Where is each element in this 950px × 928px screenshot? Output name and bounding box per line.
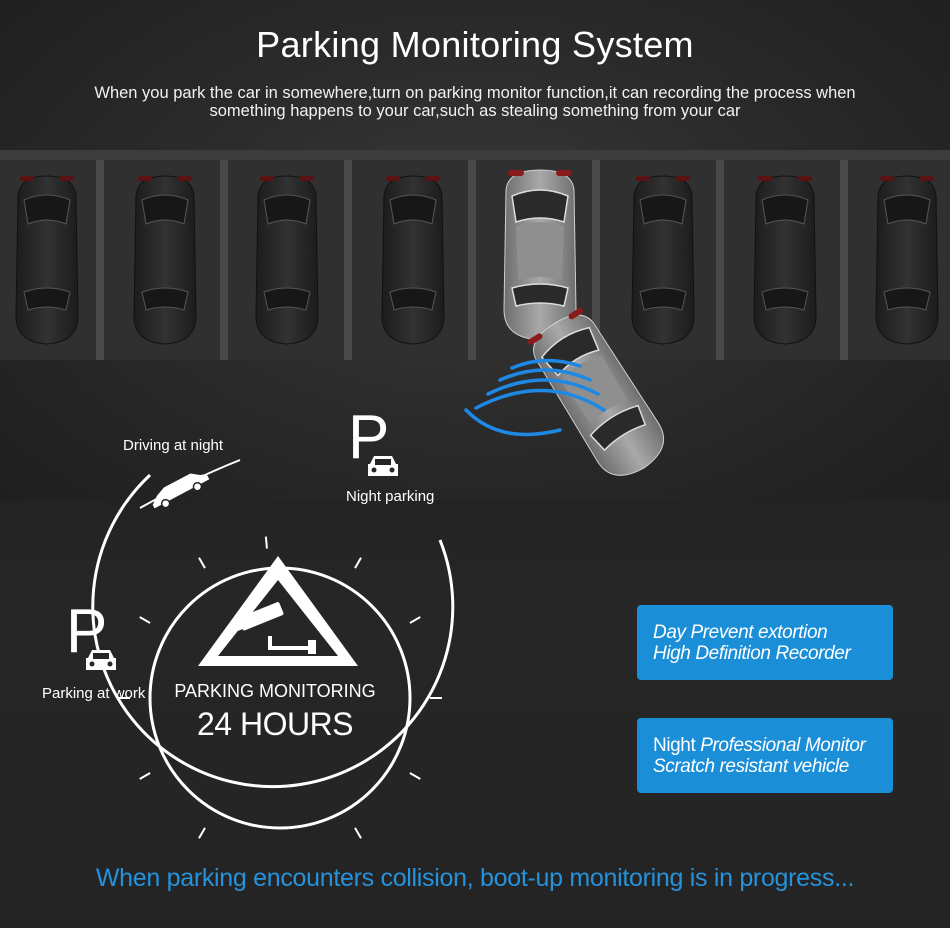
footer-tagline: When parking encounters collision, boot-… [95,864,855,892]
parked-car-icon [503,169,577,341]
night-word: Night [653,735,701,756]
monitoring-hours-label: 24 HOURS [196,706,354,742]
night-feature-line-1: Night Professional Monitor [653,735,893,756]
dark-parked-car [133,175,197,345]
wheel-tick [198,557,206,569]
night-feature-box: Night Professional Monitor Scratch resis… [637,718,893,793]
lane-divider [840,160,848,360]
day-feature-box: Day Prevent extortion High Definition Re… [637,605,893,680]
page-title: Parking Monitoring System [256,24,694,65]
wheel-tick [354,827,362,839]
wheel-tick [409,616,421,624]
lane-divider [344,160,352,360]
lane-divider [592,160,600,360]
professional-monitor-text: Professional Monitor [700,735,866,756]
outer-ring [91,473,455,789]
wheel-tick [264,536,268,549]
page-subtitle: When you park the car in somewhere,turn … [40,84,910,120]
parking-at-work-label: Parking at work [42,685,146,702]
day-feature-line-2: High Definition Recorder [653,643,851,664]
lane-divider [96,160,104,360]
parking-sign-icon: P [66,597,116,670]
parking-lane-lines [96,160,848,360]
dark-parked-car [255,175,319,345]
wheel-tick [409,772,421,780]
driving-car-icon [152,473,210,509]
parking-monitoring-label: PARKING MONITORING [174,681,376,701]
car-icon [368,456,398,476]
wheel-tick [139,616,151,624]
wheel-ticks [118,536,442,839]
sensor-wave-icon [464,358,606,437]
wheel-tick [198,827,206,839]
parking-sign-icon: P [348,403,398,476]
parking-scene [0,150,950,476]
driving-at-night-label: Driving at night [123,437,224,454]
car-icon [86,650,116,670]
night-parking-label: Night parking [346,488,435,505]
wheel-tick [354,557,362,569]
parked-cars [15,175,939,345]
dark-parked-car [15,175,79,345]
monitoring-wheel: P P [66,403,455,839]
subtitle-line-1: When you park the car in somewhere,turn … [94,84,856,102]
wheel-tick [139,772,151,780]
dark-parked-car [381,175,445,345]
dark-parked-car [875,175,939,345]
day-feature-line-1: Day Prevent extortion [653,622,828,643]
lane-divider [220,160,228,360]
lower-background [0,500,950,928]
dark-parked-car [631,175,695,345]
dark-parked-car [753,175,817,345]
subtitle-line-2: something happens to your car,such as st… [209,102,741,120]
night-feature-line-2: Scratch resistant vehicle [653,756,849,777]
security-camera-icon [198,556,358,666]
lane-divider [468,160,476,360]
lane-divider [716,160,724,360]
